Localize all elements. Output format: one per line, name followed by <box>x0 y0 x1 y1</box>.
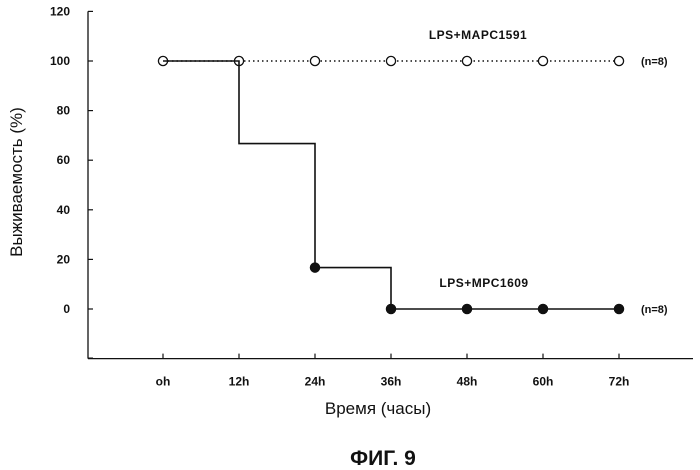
data-point-lps-mapc1591 <box>614 56 623 65</box>
data-point-lps-mpc1609 <box>386 304 395 313</box>
series-label-lps-mapc1591: LPS+MAPC1591 <box>429 28 527 42</box>
x-tick-label: 36h <box>381 375 402 389</box>
n-label-lps-mapc1591: (n=8) <box>641 56 668 68</box>
series-line-lps-mpc1609 <box>163 61 619 309</box>
data-point-lps-mpc1609 <box>462 304 471 313</box>
x-tick-label: oh <box>156 375 171 389</box>
y-tick-label: 80 <box>57 104 71 118</box>
data-point-lps-mapc1591 <box>310 56 319 65</box>
x-tick-label: 24h <box>305 375 326 389</box>
data-point-lps-mapc1591 <box>386 56 395 65</box>
data-point-lps-mpc1609 <box>310 263 319 272</box>
x-tick-label: 72h <box>609 375 630 389</box>
y-tick-label: 60 <box>57 153 71 167</box>
data-point-lps-mpc1609 <box>614 304 623 313</box>
series-layer <box>158 56 623 313</box>
y-axis-title: Выживаемость (%) <box>7 107 26 257</box>
axes: 0 20 40 60 80 100 120 oh 12h 24h 36h 48h 60h 72h <box>50 4 693 388</box>
figure-caption: ФИГ. 9 <box>350 447 416 470</box>
y-tick-label: 100 <box>50 54 70 68</box>
x-tick-label: 60h <box>533 375 554 389</box>
data-point-lps-mapc1591 <box>462 56 471 65</box>
data-point-lps-mapc1591 <box>538 56 547 65</box>
n-label-lps-mpc1609: (n=8) <box>641 304 668 316</box>
data-point-lps-mpc1609 <box>538 304 547 313</box>
y-tick-label: 40 <box>57 203 71 217</box>
y-tick-label: 120 <box>50 4 70 18</box>
series-label-lps-mpc1609: LPS+MPC1609 <box>439 276 528 290</box>
x-tick-label: 12h <box>229 375 250 389</box>
y-tick-label: 0 <box>63 302 70 316</box>
x-tick-label: 48h <box>457 375 478 389</box>
y-tick-label: 20 <box>57 252 71 266</box>
x-axis-title: Время (часы) <box>325 399 431 418</box>
labels-layer: LPS+MAPC1591 (n=8) LPS+MPC1609 (n=8) <box>429 28 668 316</box>
